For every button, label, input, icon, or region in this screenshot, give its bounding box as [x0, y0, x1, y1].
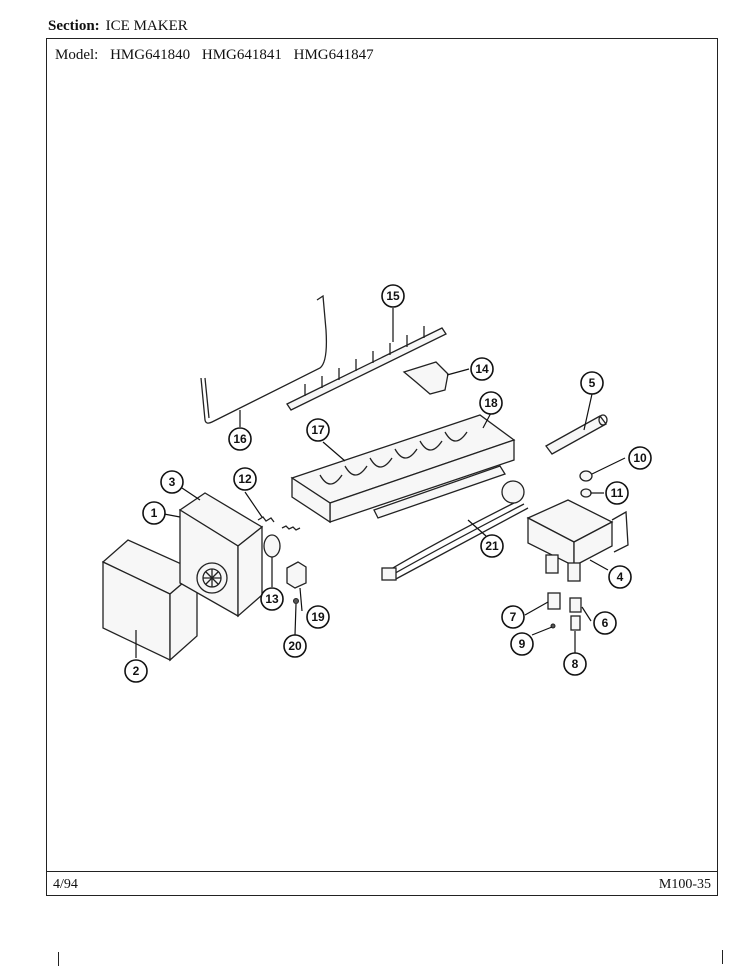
svg-text:20: 20 — [288, 639, 302, 653]
heater-harness-part — [373, 465, 529, 581]
section-value: ICE MAKER — [105, 18, 188, 34]
callout-15: 15 — [381, 284, 405, 308]
model-number: HMG641847 — [293, 47, 374, 63]
callout-8: 8 — [563, 652, 587, 676]
callout-10: 10 — [628, 446, 652, 470]
callout-14: 14 — [470, 357, 494, 381]
model-line: Model: HMG641840 HMG641841 HMG641847 — [55, 47, 382, 64]
footer-rule — [47, 871, 717, 872]
svg-text:7: 7 — [510, 610, 517, 624]
svg-text:12: 12 — [238, 472, 252, 486]
mold-part — [290, 414, 516, 524]
revision-date: 4/94 — [53, 877, 78, 892]
svg-text:14: 14 — [475, 362, 489, 376]
callout-3: 3 — [160, 470, 184, 494]
svg-text:16: 16 — [233, 432, 247, 446]
bracket-part — [402, 361, 449, 395]
water-valve-part — [526, 499, 629, 582]
section-label: Section: — [48, 18, 100, 34]
fitting-parts — [579, 470, 593, 498]
svg-text:5: 5 — [589, 376, 596, 390]
callout-21: 21 — [480, 534, 504, 558]
motor-part — [257, 516, 301, 558]
svg-text:1: 1 — [151, 506, 158, 520]
svg-text:13: 13 — [265, 592, 279, 606]
thermostat-part — [286, 561, 307, 604]
callout-11: 11 — [605, 481, 629, 505]
callout-4: 4 — [608, 565, 632, 589]
cover-part — [101, 539, 199, 662]
svg-text:21: 21 — [485, 539, 499, 553]
svg-text:15: 15 — [386, 289, 400, 303]
callout-9: 9 — [510, 632, 534, 656]
callout-1: 1 — [142, 501, 166, 525]
model-label: Model: — [55, 47, 99, 63]
svg-text:17: 17 — [311, 423, 325, 437]
callout-7: 7 — [501, 605, 525, 629]
callout-12: 12 — [233, 467, 257, 491]
svg-text:10: 10 — [633, 451, 647, 465]
svg-text:6: 6 — [602, 616, 609, 630]
shutoff-arm-part — [200, 294, 328, 424]
diagram-frame: Model: HMG641840 HMG641841 HMG641847 4/9… — [46, 38, 718, 896]
callout-19: 19 — [306, 605, 330, 629]
svg-text:18: 18 — [484, 396, 498, 410]
ejector-part — [286, 326, 447, 411]
page-code: M100-35 — [658, 877, 711, 892]
scan-mark — [722, 950, 723, 964]
model-number: HMG641840 — [110, 47, 191, 63]
callout-2: 2 — [124, 659, 148, 683]
valve-screen-parts — [547, 592, 582, 631]
svg-text:2: 2 — [133, 664, 140, 678]
scan-mark — [58, 952, 59, 966]
svg-text:3: 3 — [169, 475, 176, 489]
svg-text:4: 4 — [617, 570, 624, 584]
callout-16: 16 — [228, 427, 252, 451]
callout-20: 20 — [283, 634, 307, 658]
callout-13: 13 — [260, 587, 284, 611]
svg-text:11: 11 — [611, 486, 624, 500]
svg-text:9: 9 — [519, 637, 526, 651]
svg-text:8: 8 — [572, 657, 579, 671]
callout-5: 5 — [580, 371, 604, 395]
callout-17: 17 — [306, 418, 330, 442]
fill-tube-part — [545, 414, 608, 455]
svg-text:19: 19 — [311, 610, 325, 624]
callout-6: 6 — [593, 611, 617, 635]
callout-18: 18 — [479, 391, 503, 415]
model-number: HMG641841 — [201, 47, 282, 63]
section-heading: Section: ICE MAKER — [48, 18, 188, 35]
